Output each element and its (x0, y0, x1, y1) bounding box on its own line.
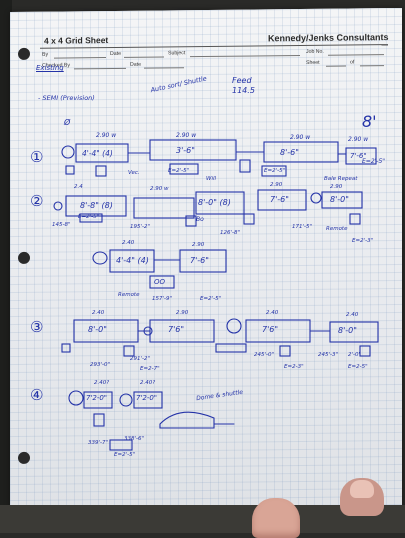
row2b-sub: 157'-9" (152, 296, 173, 302)
row4-label: 2.40? (140, 380, 156, 386)
row3-label: 2.40 (346, 312, 359, 318)
row3-sub: 245'-0" (254, 352, 275, 358)
sketch-box-row4-2 (133, 391, 163, 409)
row1-sub: E=2'-5" (264, 168, 286, 174)
row3-sub: 291'-2" (130, 356, 151, 362)
row2b-label: 7'-6" (190, 256, 209, 265)
thumb (252, 498, 300, 538)
row3-label: 2.90 (176, 310, 189, 316)
row2-label: 2.90 w (150, 186, 169, 192)
note-height: 8' (362, 112, 377, 131)
row3-label: 2.40 (266, 310, 279, 316)
row3-label: 7'6" (262, 325, 279, 334)
row2-label: 2.90 (270, 182, 283, 188)
row2-label: 2.90 (330, 184, 343, 190)
row3-sub: 293'-0" (90, 362, 111, 368)
row2b-sub: E=2'-5" (200, 296, 222, 302)
sketch-box-row1-3 (263, 141, 339, 163)
row2-label: 2.4 (74, 184, 83, 190)
sketch-circle (61, 145, 75, 159)
row1-label: 3'-6" (176, 146, 195, 155)
row3-sub: E=2-3" (284, 364, 304, 370)
sketch-box-row1-2 (149, 139, 237, 161)
row1-label: 2.90 w (176, 132, 197, 139)
row-marker-3: ③ (30, 318, 44, 336)
sketch-box-row2b-2 (179, 249, 227, 273)
sketch-box-row2-4 (257, 189, 307, 211)
row2-label: 8'-8" (8) (80, 201, 113, 210)
row1-sub: Will (206, 176, 217, 182)
row3-sub: 245'-3" (318, 352, 339, 358)
row3-sub: E=2-7" (140, 366, 160, 372)
sketch-box-row2-1 (65, 195, 127, 217)
row1-label: E=2'-5" (362, 158, 386, 165)
row1-label: 7'-6" (350, 152, 367, 160)
row4-label: 2.40? (94, 380, 110, 386)
sketch-box-row2-5 (321, 191, 363, 209)
row4-label: 7'2-0" (86, 394, 108, 402)
sketch-box-row2-3 (195, 191, 245, 215)
row2-label: 7'-6" (270, 195, 289, 204)
row2-sub: E=2'-5" (78, 214, 100, 220)
row3-sub: E=2-5" (348, 364, 368, 370)
row1-label: 4'-4" (4) (82, 149, 113, 158)
sketch-shuttle (159, 411, 215, 429)
sketch-box-row2-2 (133, 197, 195, 219)
row1-label: 2.90 w (96, 132, 117, 139)
row4-sub: 339'-7" (88, 440, 109, 446)
row3-label: 7'6" (168, 325, 185, 334)
sketch-box-row4-1 (83, 391, 113, 409)
row1-sub: Vec. (128, 170, 140, 176)
row3-label: 8'-0" (88, 325, 107, 334)
row2-sub: 195'-2" (130, 224, 151, 230)
row1-sub: E=2'-5" (168, 168, 190, 174)
note-circle: Ø (64, 118, 71, 127)
sketch-box-row1-4 (345, 147, 377, 165)
row1-label: 2.90 w (348, 136, 369, 143)
row4-sub: 338'-6" (124, 436, 145, 442)
row2-sub: E=2'-3" (352, 238, 374, 244)
row2b-label: 2.90 (192, 242, 205, 248)
row1-sub: Bale Repeat (324, 176, 358, 182)
background-bottom (0, 505, 405, 533)
row1-label: 2.90 w (290, 134, 311, 141)
row3-label: 8'-0" (338, 326, 357, 335)
note-semi: - SEMI (Prevision) (38, 94, 95, 102)
row2-sub: 171'-5" (292, 224, 313, 230)
background-left (0, 0, 12, 533)
row2b-label: OO (154, 278, 166, 286)
row4-sub: E=2'-5" (114, 452, 136, 458)
row2b-label: 2.40 (122, 240, 135, 246)
note-feed: Feed 114.5 (232, 76, 255, 95)
row2-sub: 126'-8" (220, 230, 241, 236)
row2-label: 8'-0" (330, 195, 349, 204)
fingernail (350, 480, 374, 498)
sketch-box-row3-4 (329, 321, 379, 343)
row-marker-2: ② (30, 192, 44, 210)
row1-label: 8'-6" (280, 148, 299, 157)
row2b-label: 4'-4" (4) (116, 256, 149, 265)
row-marker-1: ① (30, 148, 44, 166)
row-marker-4: ④ (30, 386, 44, 404)
row3-sub: 2'-0" (348, 352, 362, 358)
row2b-sub: Remote (118, 292, 140, 298)
note-existing: Existing (36, 64, 64, 72)
row2-sub: Bo (196, 216, 204, 223)
row2-label: 8'-0" (8) (198, 198, 231, 207)
row2-sub: Remote (326, 226, 348, 232)
row3-label: 2.40 (92, 310, 105, 316)
row2-sub: 145-8" (52, 222, 71, 228)
sketch-box-row2b-1 (109, 249, 155, 273)
row4-label: 7'2-0" (136, 394, 158, 402)
